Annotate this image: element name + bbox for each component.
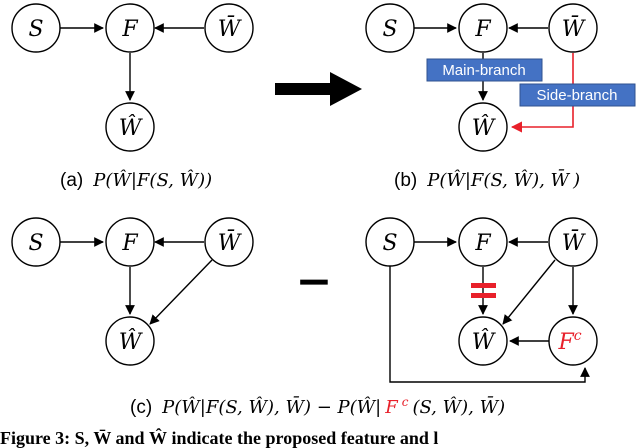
node-cl-wbar-label: W̄: [218, 229, 243, 256]
node-cl-wbar: [204, 217, 254, 267]
caption-a: (a) P(Ŵ|F(S, Ŵ)): [60, 168, 212, 191]
cut-mark-bottom: [471, 293, 496, 298]
node-cl-what-label: Ŵ: [119, 328, 144, 355]
diagram-c-right: S F W̄ Ŵ Fc: [365, 217, 598, 383]
node-cr-what-label: Ŵ: [472, 328, 497, 355]
node-a-wbar: [204, 3, 254, 53]
node-b-s: [365, 3, 415, 53]
diagram-c-left: S F W̄ Ŵ: [11, 217, 254, 366]
node-b-wbar-label: W̄: [562, 15, 587, 42]
node-cr-f: [458, 217, 508, 267]
node-a-wbar-label: W̄: [218, 15, 243, 42]
main-branch-box: [426, 58, 543, 82]
diagram-b: S F W̄ Ŵ Main-branch Side-branch (b) P(Ŵ…: [365, 3, 636, 191]
edge-cr-wbar-to-what: [502, 259, 556, 325]
node-a-s: [11, 3, 61, 53]
minus-sign: −: [296, 256, 333, 307]
side-branch-label: Side-branch: [537, 87, 618, 104]
node-cr-fc-label: Fc: [557, 328, 581, 355]
node-cl-s-label: S: [28, 231, 43, 256]
caption-b: (b) P(Ŵ|F(S, Ŵ), W̄ ): [394, 168, 580, 191]
node-b-what: [458, 102, 508, 152]
main-branch-label: Main-branch: [442, 62, 525, 79]
edge-cr-s-to-fc: [389, 266, 590, 383]
node-cr-f-label: F: [474, 231, 491, 256]
caption-c: (c) P(Ŵ|F(S, Ŵ), W̄) − P(Ŵ| F c (S, Ŵ), …: [130, 393, 505, 418]
node-a-s-label: S: [28, 17, 43, 42]
node-a-what: [105, 102, 155, 152]
node-a-f: [105, 3, 155, 53]
node-cr-fc: [548, 316, 598, 366]
cut-mark-top: [471, 283, 496, 288]
node-b-f: [458, 3, 508, 53]
edge-cl-wbar-to-what: [149, 259, 213, 325]
diagram-a: S F W̄ Ŵ (a) P(Ŵ|F(S, Ŵ)): [11, 3, 254, 191]
edge-b-side-branch: [510, 53, 574, 133]
node-b-wbar: [548, 3, 598, 53]
node-b-s-label: S: [382, 17, 397, 42]
node-cl-what: [105, 316, 155, 366]
node-cl-f-label: F: [121, 231, 138, 256]
node-cl-s: [11, 217, 61, 267]
node-b-what-label: Ŵ: [472, 114, 497, 141]
node-a-f-label: F: [121, 17, 138, 42]
node-cr-wbar-label: W̄: [562, 229, 587, 256]
side-branch-box: [519, 83, 636, 107]
node-cr-s: [365, 217, 415, 267]
figure-footer-text: Figure 3: S, W̄ and Ŵ indicate the propo…: [0, 427, 438, 448]
node-cr-what: [458, 316, 508, 366]
node-cr-wbar: [548, 217, 598, 267]
big-transition-arrow: [275, 72, 362, 106]
node-cr-s-label: S: [382, 231, 397, 256]
node-b-f-label: F: [474, 17, 491, 42]
node-a-what-label: Ŵ: [119, 114, 144, 141]
node-cl-f: [105, 217, 155, 267]
